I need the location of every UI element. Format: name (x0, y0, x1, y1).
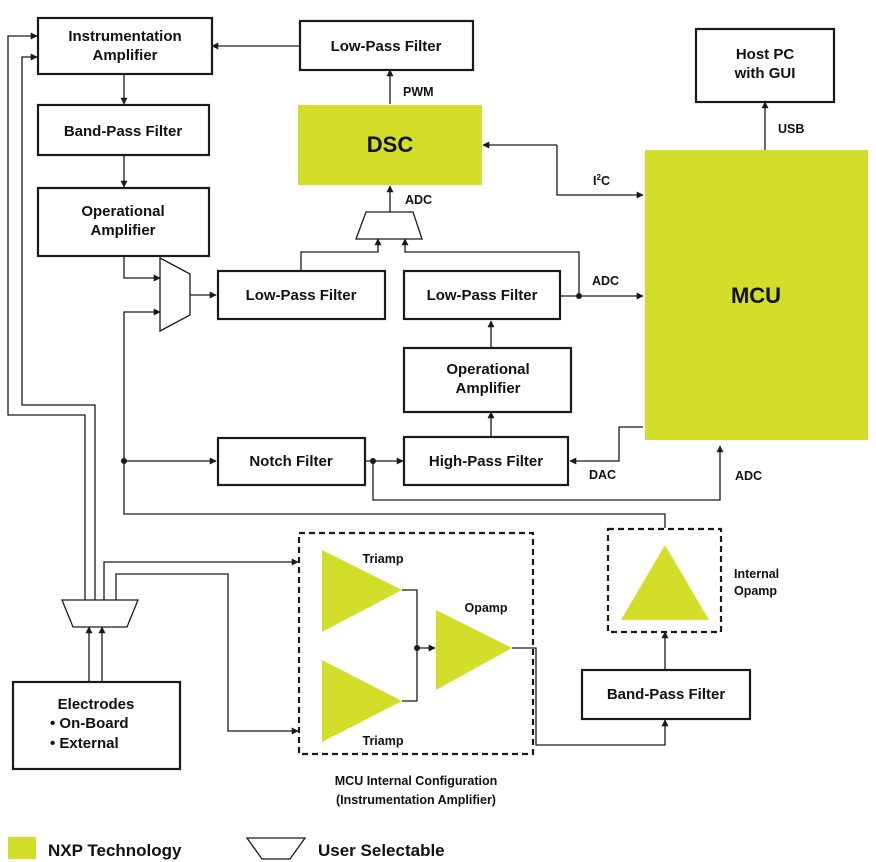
lpf-top-label: Low-Pass Filter (331, 38, 442, 55)
operational-amplifier-left-block: Operational Amplifier (36, 186, 211, 258)
electrodes-label-1: Electrodes (58, 696, 135, 713)
mcu-label: MCU (731, 283, 781, 308)
triamp-top-label: Triamp (363, 552, 404, 566)
low-pass-filter-top-block: Low-Pass Filter (298, 19, 475, 72)
triamp-bottom-icon (322, 660, 402, 742)
dsc-label: DSC (367, 132, 414, 157)
opamp-label: Opamp (464, 601, 507, 615)
nxp-swatch (8, 837, 36, 859)
legend-nxp-label: NXP Technology (48, 841, 182, 860)
dsc-block: DSC (298, 105, 482, 185)
band-pass-filter-bottom-block: Band-Pass Filter (580, 668, 752, 721)
electrodes-label-2: • On-Board (50, 715, 129, 732)
host-label-2: with GUI (734, 65, 796, 82)
low-pass-filter-mid-block: Low-Pass Filter (216, 269, 387, 321)
legend-user-selectable-label: User Selectable (318, 841, 445, 860)
notch-filter-block: Notch Filter (216, 436, 367, 487)
ia-label-2: Amplifier (92, 47, 157, 64)
opamp-right-label-1: Operational (446, 361, 529, 378)
internal-opamp: Internal Opamp (606, 527, 779, 634)
user-selectable-icon (245, 837, 307, 860)
adc-bottom-label: ADC (735, 469, 762, 483)
opamp-left-label-2: Amplifier (90, 222, 155, 239)
triamp-top-icon (322, 550, 402, 632)
electrode-mux (61, 599, 139, 628)
internal-opamp-label-2: Opamp (734, 584, 777, 598)
high-pass-filter-block: High-Pass Filter (402, 435, 570, 487)
electrodes-block: Electrodes • On-Board • External (11, 680, 182, 771)
opamp-right-label-2: Amplifier (455, 380, 520, 397)
opamp-left-label-1: Operational (81, 203, 164, 220)
electrodes-label-3: • External (50, 735, 119, 752)
instrumentation-amplifier-block: Instrumentation Amplifier (36, 16, 214, 76)
bpf-top-label: Band-Pass Filter (64, 123, 183, 140)
dac-label: DAC (589, 468, 616, 482)
lpf-right-label: Low-Pass Filter (427, 287, 538, 304)
adc-mcu-label: ADC (592, 274, 619, 288)
lpf-mid-label: Low-Pass Filter (246, 287, 357, 304)
host-label-1: Host PC (736, 46, 795, 63)
mcu-internal-configuration: Triamp Opamp Triamp MCU Internal Configu… (297, 531, 535, 807)
legend: NXP Technology User Selectable (8, 837, 445, 860)
notch-label: Notch Filter (249, 453, 332, 470)
internal-opamp-label-1: Internal (734, 567, 779, 581)
hpf-label: High-Pass Filter (429, 453, 543, 470)
i2c-label: I2C (593, 173, 610, 188)
connections (7, 32, 769, 746)
bpf-bottom-label: Band-Pass Filter (607, 686, 726, 703)
ia-label-1: Instrumentation (68, 28, 181, 45)
triamp-bottom-label: Triamp (363, 734, 404, 748)
operational-amplifier-right-block: Operational Amplifier (402, 346, 573, 414)
host-pc-block: Host PC with GUI (694, 27, 836, 104)
adc-dsc-label: ADC (405, 193, 432, 207)
pwm-label: PWM (403, 85, 434, 99)
band-pass-filter-top-block: Band-Pass Filter (36, 103, 211, 157)
mcu-block: MCU (645, 150, 868, 440)
internal-opamp-icon (621, 545, 709, 620)
input-mux (159, 256, 191, 333)
adc-mux (355, 211, 423, 240)
internal-config-caption-2: (Instrumentation Amplifier) (336, 793, 496, 807)
opamp-icon (436, 610, 512, 690)
usb-label: USB (778, 122, 804, 136)
low-pass-filter-right-block: Low-Pass Filter (402, 269, 562, 321)
internal-config-caption-1: MCU Internal Configuration (335, 774, 498, 788)
